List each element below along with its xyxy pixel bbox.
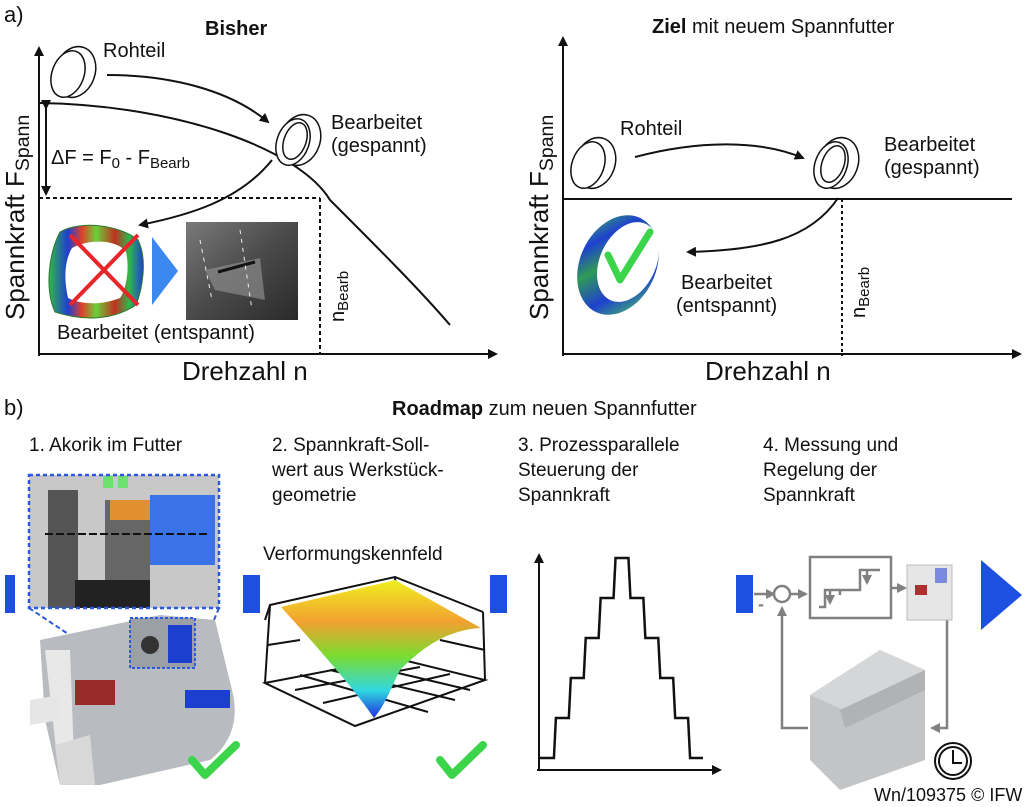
left-bearbeitet-entspannt-label: Bearbeitet (entspannt)	[57, 322, 255, 344]
summing-junction	[772, 584, 792, 604]
clamped-ring-icon	[813, 136, 860, 190]
right-rohteil-label: Rohteil	[620, 118, 683, 140]
roadmap-end-arrow-icon	[981, 560, 1022, 630]
panel-a-label: a)	[4, 2, 24, 27]
left-bearbeitet-gespannt-label: Bearbeitet(gespannt)	[331, 112, 427, 157]
undeformed-ring-icon	[577, 215, 659, 315]
raw-workpiece-icon	[570, 136, 617, 190]
step-marker	[5, 575, 15, 613]
damage-photo	[186, 222, 298, 320]
delta-f-formula: ΔF = F0 - FBearb	[51, 147, 190, 172]
chuck-thumbnail	[906, 564, 953, 621]
release-arrow	[686, 197, 839, 257]
step-3-title: 3. Prozessparallele Steuerung der Spannk…	[518, 435, 680, 506]
controller-block	[808, 555, 893, 620]
step-marker	[490, 575, 507, 613]
right-x-axis-label: Drehzahl n	[705, 356, 831, 386]
step-marker	[736, 575, 753, 613]
right-bearbeitet-entspannt-label: Bearbeitet(entspannt)	[676, 272, 778, 317]
panel-b-label: b)	[4, 395, 24, 420]
raw-workpiece-icon	[50, 45, 97, 99]
cross-icon	[68, 233, 140, 307]
stepped-force-profile	[540, 556, 703, 760]
step-2-title: 2. Spannkraft-Soll- wert aus Werkstück- …	[272, 435, 444, 506]
left-y-axis-label: Spannkraft FSpann	[0, 114, 34, 320]
chuck-3d-render	[30, 615, 235, 785]
release-arrow	[138, 159, 273, 229]
force-profile-plot	[534, 553, 722, 775]
right-y-axis-label: Spannkraft FSpann	[524, 114, 558, 320]
step1-check-icon	[188, 741, 240, 779]
right-chart-title: Ziel mit neuem Spannfutter	[652, 16, 895, 38]
left-rohteil-label: Rohteil	[103, 40, 166, 62]
roadmap	[5, 473, 1022, 790]
clamped-ring-icon	[275, 113, 322, 167]
result-triangle-icon	[152, 237, 178, 305]
step-2-subtitle: Verformungskennfeld	[263, 544, 443, 565]
left-chart-title: Bisher	[205, 18, 268, 40]
step-1-title: 1. Akorik im Futter	[29, 435, 183, 456]
step2-check-icon	[436, 741, 487, 779]
deformed-ring-icon	[48, 224, 144, 319]
feedback-minus-sign: -	[758, 594, 764, 614]
process-arrow	[106, 74, 270, 124]
left-chart	[34, 45, 498, 359]
right-bearbeitet-gespannt-label: Bearbeitet(gespannt)	[884, 134, 980, 179]
step-4-title: 4. Messung und Regelung der Spannkraft	[763, 435, 899, 506]
control-loop-diagram	[754, 555, 949, 733]
right-chart	[558, 36, 1022, 359]
right-n-bearb-label: nBearb	[848, 266, 873, 318]
left-n-bearb-label: nBearb	[327, 270, 352, 322]
clock-icon	[934, 742, 972, 780]
left-x-axis-label: Drehzahl n	[182, 356, 308, 386]
deformation-map-plot	[261, 575, 489, 728]
machine-tool-render	[810, 650, 925, 790]
chuck-cross-section-detail	[27, 473, 221, 676]
clamping-force-curve	[38, 102, 451, 326]
figure-credit: Wn/109375 © IFW	[874, 785, 1023, 805]
roadmap-title: Roadmap zum neuen Spannfutter	[392, 398, 697, 420]
step-marker	[243, 575, 260, 613]
process-arrow	[634, 143, 805, 160]
